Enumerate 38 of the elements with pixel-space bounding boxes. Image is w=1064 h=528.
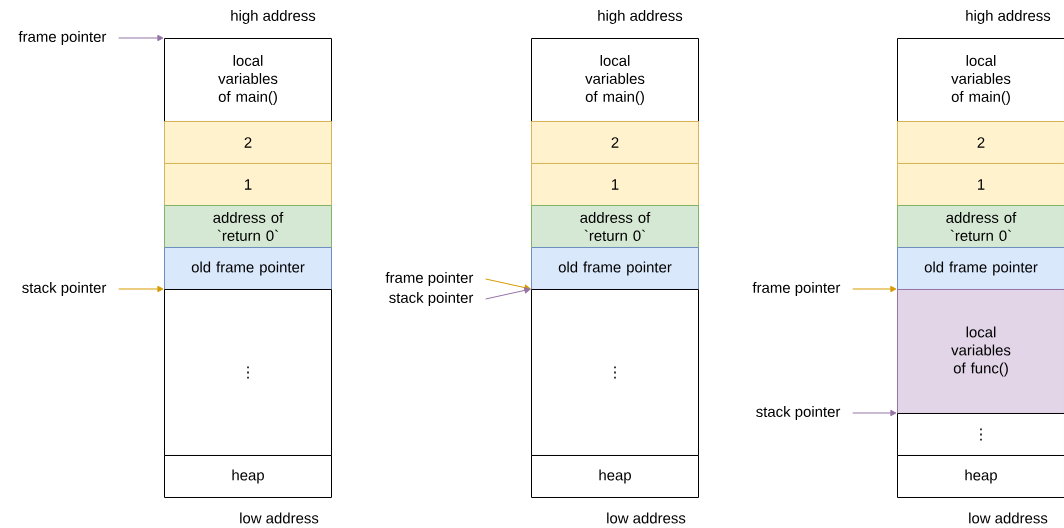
- pointer-label: stack pointer: [756, 406, 841, 420]
- stack-cell: 1: [164, 163, 332, 206]
- pointer-label: frame pointer: [18, 31, 107, 45]
- arrow: [485, 287, 531, 300]
- stack-cell: heap: [164, 455, 332, 498]
- pointer-label: stack pointer: [389, 292, 474, 306]
- stack-cell: 1: [531, 163, 699, 206]
- stack-cell: old frame pointer: [897, 247, 1064, 290]
- pointer-label: frame pointer: [752, 282, 841, 296]
- stack-cell: ⋮: [897, 413, 1064, 456]
- stack-cell: old frame pointer: [164, 247, 332, 290]
- arrow: [852, 409, 897, 417]
- stack-cell: heap: [897, 455, 1064, 498]
- stack-cell: local variables of func(): [897, 289, 1064, 414]
- stack-cell: address of `return 0`: [531, 205, 699, 248]
- stack-cell: local variables of main(): [897, 38, 1064, 122]
- stack-cell: 2: [897, 121, 1064, 164]
- pointer-label: stack pointer: [22, 282, 107, 296]
- arrow: [118, 285, 164, 293]
- stack-cell: 2: [164, 121, 332, 164]
- stack-cell: address of `return 0`: [164, 205, 332, 248]
- address-label: high address: [231, 10, 316, 24]
- address-label: low address: [240, 512, 319, 524]
- stack-cell: address of `return 0`: [897, 205, 1064, 248]
- node-label: 1: [977, 179, 985, 190]
- stack-cell: local variables of main(): [531, 38, 699, 122]
- stack-cell: heap: [531, 455, 699, 498]
- stack-cell: 1: [897, 163, 1064, 206]
- address-label: high address: [966, 10, 1051, 24]
- stack-cell: old frame pointer: [531, 247, 699, 290]
- address-label: low address: [969, 512, 1048, 524]
- stack-cell: local variables of main(): [164, 38, 332, 122]
- arrow: [852, 285, 897, 293]
- address-label: high address: [598, 10, 683, 24]
- arrow: [118, 34, 164, 42]
- pointer-label: frame pointer: [385, 272, 474, 286]
- address-label: low address: [607, 512, 686, 524]
- stack-cell: 2: [531, 121, 699, 164]
